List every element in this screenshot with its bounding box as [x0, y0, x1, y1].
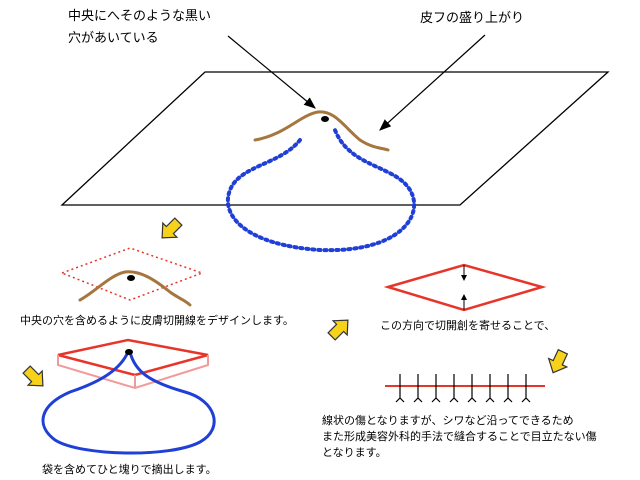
- small-hole: [127, 275, 135, 281]
- closing-diamond: [383, 263, 547, 312]
- direction-caption: この方向で切開創を寄せることで、: [380, 319, 556, 332]
- yellow-arrow-icon: [22, 365, 44, 387]
- excise-caption: 袋を含めてひと塊りで摘出します。: [42, 463, 217, 476]
- suture-stitches: [395, 374, 531, 403]
- bump-callout-arrow: [379, 34, 486, 131]
- yellow-arrow-icon: [547, 348, 569, 374]
- excised-block-sides: [57, 355, 209, 390]
- yellow-arrow-icon: [327, 319, 349, 341]
- small-skin-bump: [78, 270, 192, 307]
- excised-hole: [125, 349, 133, 355]
- skin-bump: [253, 110, 390, 152]
- central-hole: [321, 116, 329, 122]
- design-caption: 中央の穴を含めるように皮膚切開線をデザインします。: [20, 314, 294, 327]
- bump-label: 皮フの盛り上がり: [420, 11, 525, 26]
- incision-design-diamond: [59, 247, 205, 301]
- hole-callout-arrow: [227, 35, 316, 109]
- result-caption: 線状の傷となりますが、シワなど沿ってできるため また形成美容外科的手法で縫合する…: [322, 414, 597, 459]
- excised-cyst: [41, 351, 216, 455]
- yellow-arrow-icon: [161, 217, 183, 239]
- cyst-outline: [225, 128, 417, 253]
- hole-label: 中央にへそのような黒い 穴があいている: [68, 9, 212, 46]
- skin-plane: [60, 71, 610, 206]
